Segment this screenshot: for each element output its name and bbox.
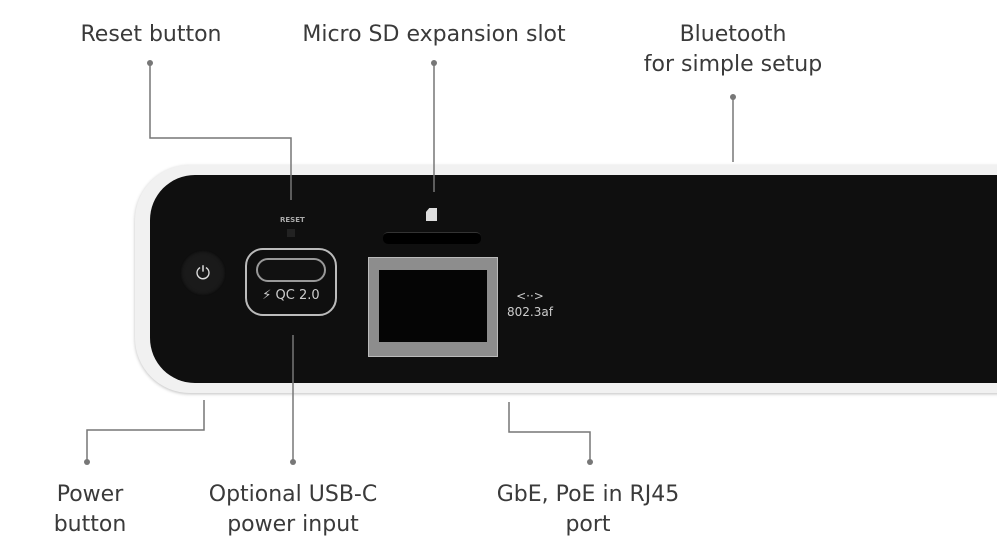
usbc-socket	[256, 258, 326, 282]
dot-microsd	[431, 60, 437, 66]
reset-label: RESET	[280, 216, 305, 224]
sd-card-icon	[426, 208, 437, 221]
label-usbc-line2: power input	[227, 512, 359, 537]
label-power-line2: button	[53, 512, 127, 537]
label-gbe-line2: port	[565, 512, 611, 537]
leader-reset	[149, 63, 292, 200]
leader-power	[86, 400, 205, 462]
label-power-line1: Power	[56, 482, 124, 507]
label-reset-button: Reset button	[80, 22, 222, 47]
dot-gbe	[587, 459, 593, 465]
poe-arrow-icon: <··>	[516, 289, 544, 303]
usbc-port: ⚡ QC 2.0	[245, 248, 337, 316]
power-icon: ⏻	[195, 262, 211, 284]
poe-label: <··> 802.3af	[505, 288, 555, 320]
dot-reset	[147, 60, 153, 66]
microsd-slot	[383, 232, 481, 244]
label-bluetooth-line2: for simple setup	[643, 52, 823, 77]
power-button: ⏻	[180, 250, 226, 296]
label-gbe-line1: GbE, PoE in RJ45	[496, 482, 680, 507]
label-bluetooth-line1: Bluetooth	[679, 22, 787, 47]
leader-gbe	[508, 402, 591, 462]
dot-power	[84, 459, 90, 465]
reset-button	[287, 229, 295, 237]
label-microsd-slot: Micro SD expansion slot	[302, 22, 566, 47]
label-bluetooth: Bluetooth for simple setup	[644, 20, 822, 80]
qc-label: ⚡ QC 2.0	[262, 288, 320, 303]
rj45-port	[368, 257, 498, 357]
label-usbc-line1: Optional USB-C	[208, 482, 378, 507]
rj45-socket	[379, 270, 487, 342]
poe-standard: 802.3af	[507, 305, 553, 319]
label-usbc-input: Optional USB-C power input	[209, 480, 377, 540]
label-power-button: Power button	[54, 480, 127, 540]
dot-usbc	[290, 459, 296, 465]
dot-bluetooth	[730, 94, 736, 100]
label-gbe-port: GbE, PoE in RJ45 port	[497, 480, 680, 540]
